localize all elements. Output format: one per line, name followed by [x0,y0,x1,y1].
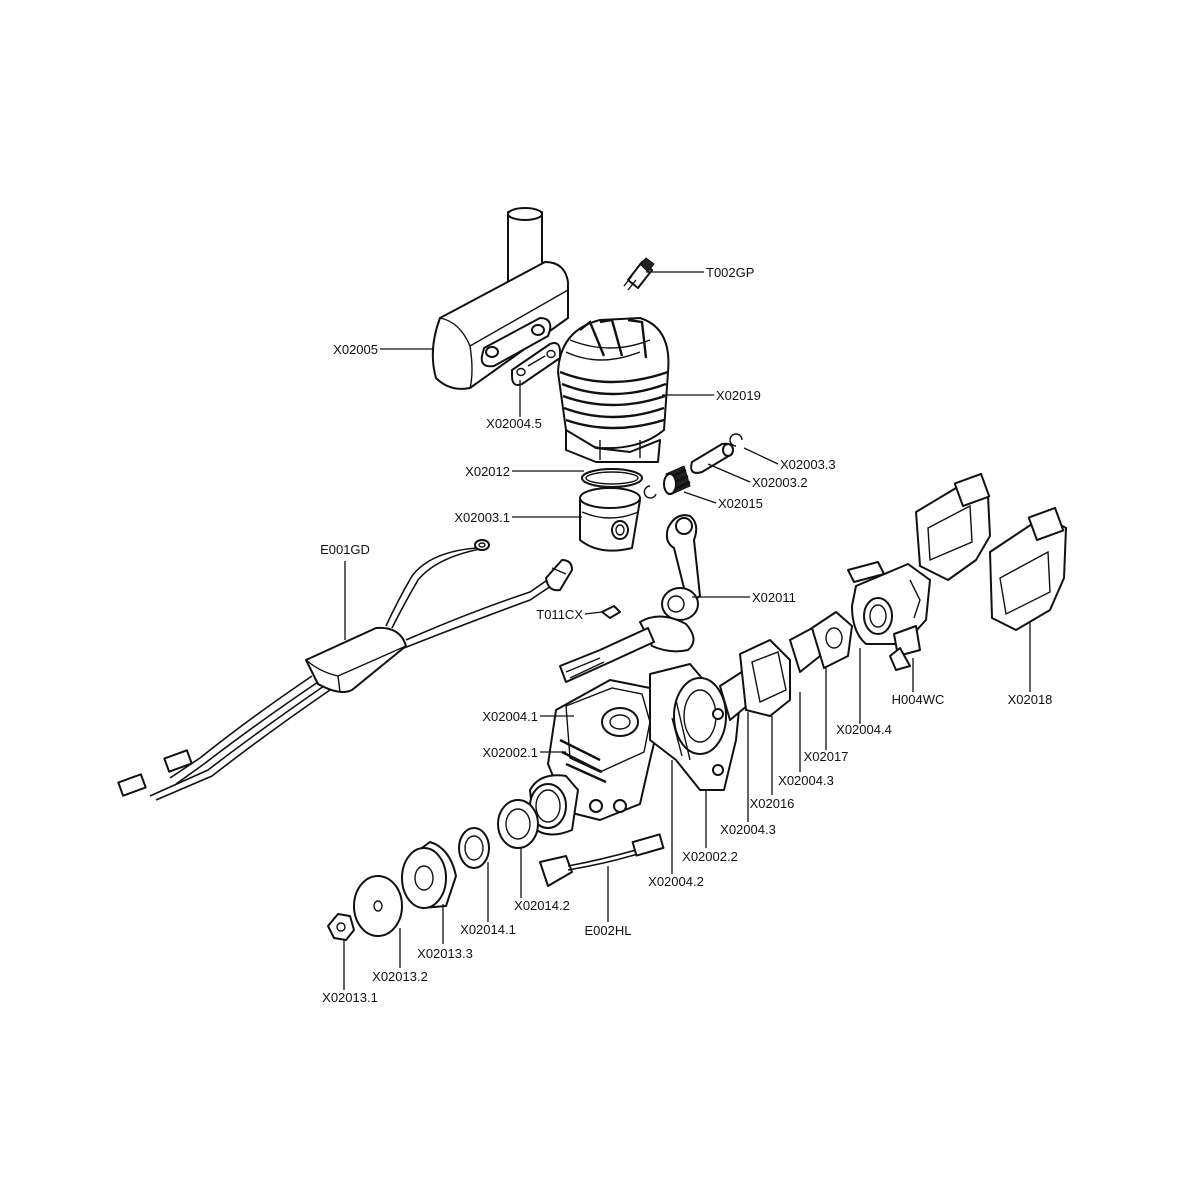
piston-drawing [579,487,641,552]
label-muffler: X02005 [333,342,378,357]
label-piston-ring: X02012 [465,464,510,479]
leader-lines [343,271,1031,990]
label-front-bearing: X02014.2 [514,898,570,913]
ignition-module-drawing [117,539,573,801]
label-cylinder: X02019 [716,388,761,403]
label-crankcase-rear: X02002.2 [682,849,738,864]
label-carburetor: H004WC [892,692,945,707]
label-muffler-gasket: X02004.5 [486,416,542,431]
label-prop-hub: X02013.3 [417,946,473,961]
label-carburetor-spacer: X02017 [804,749,849,764]
label-piston: X02003.1 [454,510,510,525]
label-piston-pin-clip: X02003.3 [780,457,836,472]
label-crankcase-gasket: X02004.1 [482,709,538,724]
spark-plug-drawing [623,257,655,291]
part-labels: X02005 X02004.5 T002GP X02019 X02012 X02… [320,265,1052,1005]
label-intake-gasket-3b: X02004.3 [720,822,776,837]
label-woodruff-key: T011CX [536,607,583,622]
label-connecting-rod: X02011 [752,590,796,605]
label-spark-plug: T002GP [706,265,754,280]
label-prop-nut: X02013.1 [322,990,378,1005]
intake-parts-drawing [719,611,853,721]
carburetor-drawing [847,561,931,671]
label-piston-pin: X02003.2 [752,475,808,490]
label-engine-mount: X02018 [1008,692,1053,707]
label-needle-bearing: X02015 [718,496,763,511]
woodruff-key-drawing [601,605,621,619]
hall-sensor-drawing [539,833,665,887]
cylinder-drawing [557,317,670,463]
label-crankcase-front: X02002.1 [482,745,538,760]
muffler-gasket-drawing [511,342,561,386]
label-rear-bearing: X02014.1 [460,922,516,937]
label-intake-gasket-4: X02004.4 [836,722,892,737]
muffler-drawing [431,207,569,390]
crankcase-rear-drawing [649,663,741,791]
label-rear-gasket: X02004.2 [648,874,704,889]
crankcase-front-drawing [529,679,661,836]
label-intake-gasket-3a: X02004.3 [778,773,834,788]
connecting-rod-crankshaft-drawing [559,514,701,683]
prop-drive-parts-drawing [327,799,539,941]
engine-mount-drawing [915,472,1067,631]
piston-pin-parts-drawing [643,433,743,499]
label-intake-manifold: X02016 [750,796,795,811]
label-ignition-module: E001GD [320,542,370,557]
label-prop-washer: X02013.2 [372,969,428,984]
label-hall-sensor: E002HL [585,923,632,938]
